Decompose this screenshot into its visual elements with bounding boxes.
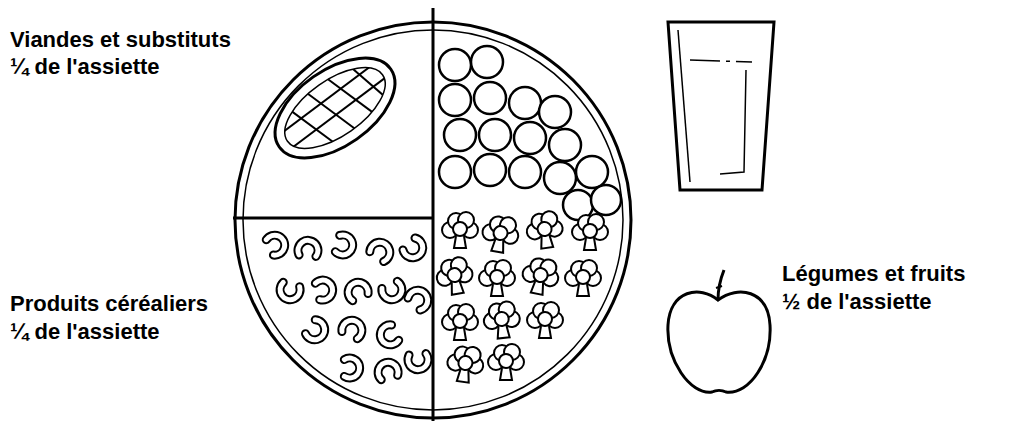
peas-drawing — [439, 46, 621, 220]
portion-label: ½ de l'assiette — [782, 290, 932, 314]
food-group-label: Produits céréaliers — [10, 292, 208, 316]
broccoli-drawing — [434, 210, 608, 385]
glass-drawing — [668, 22, 774, 190]
portion-label: ¼ de l'assiette — [10, 55, 160, 79]
pasta-drawing — [262, 231, 432, 385]
divider-line — [233, 217, 433, 220]
food-group-label: Viandes et substituts — [10, 28, 231, 52]
apple-drawing — [668, 270, 770, 392]
portion-label: ¼ de l'assiette — [10, 320, 160, 344]
food-group-label: Légumes et fruits — [782, 262, 965, 286]
meat-drawing — [258, 38, 413, 178]
